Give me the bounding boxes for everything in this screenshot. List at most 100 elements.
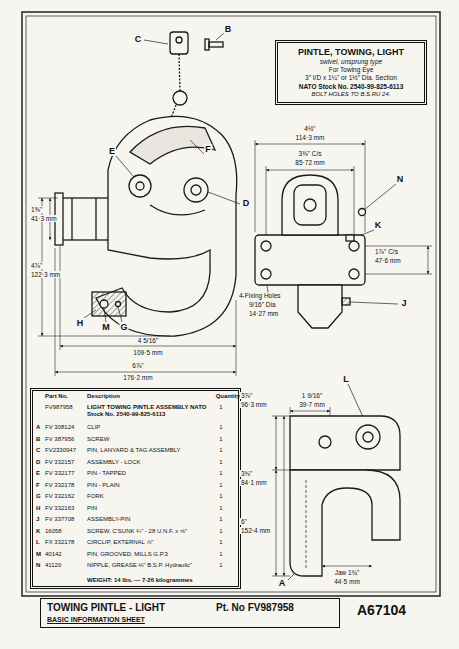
dimension-line <box>255 140 256 232</box>
side-view <box>184 178 208 202</box>
table-cell: 1 <box>211 516 231 523</box>
dimension-line <box>354 166 355 240</box>
title-note: 3" I/D x 1¼" or 1½" Dia. Section <box>282 74 420 82</box>
dimension: 14·27 mm <box>248 310 279 317</box>
front-view <box>255 235 365 285</box>
table-cell: 1 <box>211 404 231 411</box>
callout-letter: E <box>108 146 116 156</box>
part-letter: K <box>36 528 40 535</box>
dimension-line <box>428 246 429 274</box>
sheet-border <box>22 12 440 596</box>
dimension: 114·3 mm <box>295 134 326 141</box>
dimension-line <box>290 407 291 414</box>
callout-letter: D <box>242 198 251 208</box>
dimension-line <box>360 274 432 275</box>
sheet-border <box>22 12 440 596</box>
dimension: 6" <box>240 518 248 525</box>
dimension: 44·5 mm <box>333 578 361 585</box>
dimension-line <box>276 470 277 576</box>
side-view <box>150 205 205 215</box>
side-view <box>170 32 188 54</box>
part-number: Pt. No FV987958 <box>216 602 294 613</box>
dimension-line <box>290 411 330 412</box>
dimension: 47·6 mm <box>374 257 402 264</box>
table-cell: 41120 <box>45 562 61 569</box>
dimension: 96·3 mm <box>240 401 268 408</box>
table-cell: ASSEMBLY - LOCK <box>87 459 215 466</box>
table-header: Quantity <box>216 393 240 400</box>
dimension-line <box>360 246 432 247</box>
dimension: 3⅜" C/s <box>298 150 323 157</box>
dimension-line <box>276 416 277 470</box>
table-cell: 1 <box>211 528 231 535</box>
table-cell: FV 332163 <box>45 505 74 512</box>
callout-letter: H <box>76 318 85 328</box>
dimension: 4⅞" <box>30 262 43 269</box>
front-view <box>282 175 338 235</box>
front-view <box>349 269 359 279</box>
dimension: 6⅞" <box>131 362 144 369</box>
front-view <box>298 285 342 328</box>
table-cell: FORK <box>87 493 215 500</box>
table-cell: SCREW <box>87 436 215 443</box>
leader-line <box>208 192 240 204</box>
dimension-line <box>55 248 56 376</box>
table-cell: 1 <box>211 505 231 512</box>
table-cell: SCREW, C'SUNK ¼" - 28 U.N.F. x ⅝" <box>87 528 215 535</box>
table-cell: CIRCLIP, EXTERNAL ⅞" <box>87 539 215 546</box>
side-view <box>116 302 121 307</box>
part-letter: C <box>36 447 40 454</box>
table-cell: PIN, GROOVED, MILLS G.P.3 <box>87 551 215 558</box>
sheet-heading: PINTLE, TOWING, LIGHT <box>282 47 420 58</box>
front-view <box>304 199 316 211</box>
callout-letter: N <box>396 174 405 184</box>
leader-line <box>144 40 168 44</box>
part-letter: F <box>36 482 40 489</box>
dimension-line <box>255 144 365 145</box>
table-cell: 1 <box>211 436 231 443</box>
table-cell: FV 387956 <box>45 436 74 443</box>
leader-line <box>104 309 106 322</box>
table-cell: 1 <box>211 447 231 454</box>
table-cell: PIN - PLAIN <box>87 482 215 489</box>
part-letter: G <box>36 493 41 500</box>
front-view <box>346 235 354 241</box>
dimension: 3⅞" <box>240 392 253 399</box>
table-cell: PIN, LANYARD & TAG ASSEMBLY <box>87 447 215 454</box>
side-view <box>71 198 72 240</box>
side-view <box>173 91 187 105</box>
side-view <box>176 37 182 43</box>
table-cell: FV 337708 <box>45 516 74 523</box>
side-view <box>55 32 237 336</box>
plan-view <box>290 416 400 470</box>
side-view <box>129 175 151 197</box>
dimension: 3⅜" <box>240 470 253 477</box>
table-cell: FX 332178 <box>45 539 74 546</box>
dimension: 1 9/16" <box>301 392 323 399</box>
part-letter: M <box>36 551 41 558</box>
callout-letter: G <box>119 322 128 332</box>
dimension-line <box>60 346 236 347</box>
dimension-line <box>272 470 290 471</box>
table-cell: 1 <box>211 482 231 489</box>
callout-letter: K <box>374 220 383 230</box>
side-view <box>191 185 201 195</box>
side-view <box>136 182 144 190</box>
table-cell: FV 332162 <box>45 493 74 500</box>
plan-view <box>306 480 307 570</box>
table-cell: FV 332177 <box>45 470 74 477</box>
leader-line <box>350 302 398 304</box>
front-view <box>349 241 359 251</box>
dimension-line <box>266 166 267 240</box>
side-view <box>130 126 215 164</box>
table-cell: FV 332178 <box>45 482 74 489</box>
leader-line <box>118 307 122 322</box>
plan-view <box>319 436 331 448</box>
table-cell: PIN <box>87 505 215 512</box>
leader-line <box>116 156 134 177</box>
dimension-line <box>236 300 237 376</box>
table-cell: FV 308124 <box>45 424 74 431</box>
dimension-line <box>272 416 290 417</box>
dimension: 39·7 mm <box>298 401 326 408</box>
part-letter: A <box>36 424 40 431</box>
